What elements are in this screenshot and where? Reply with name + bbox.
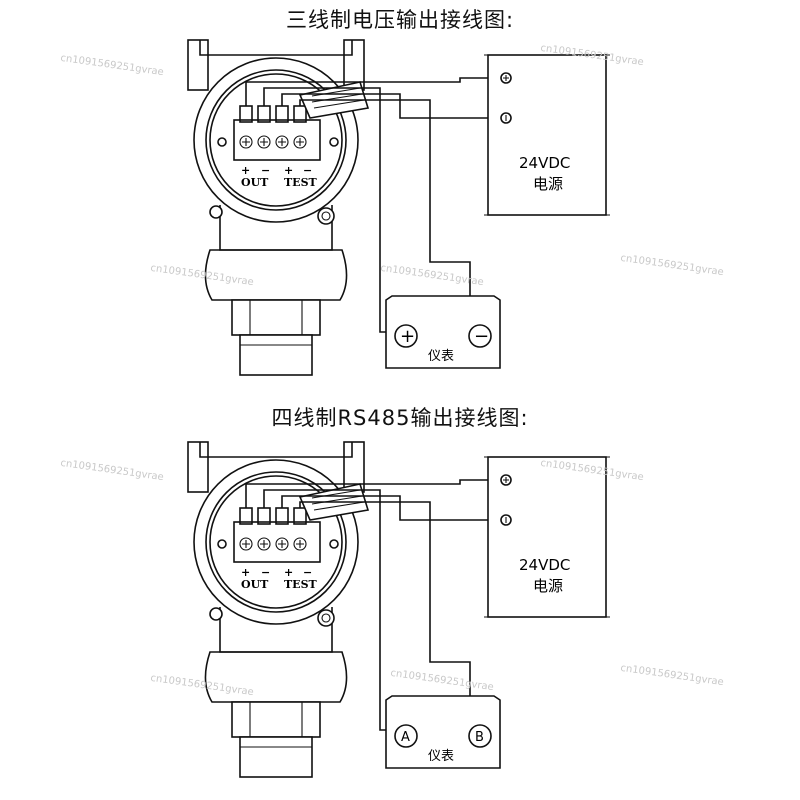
power-supply-box xyxy=(484,456,610,618)
meter-right-symbol: − xyxy=(474,326,489,347)
power-voltage-label: 24VDC xyxy=(519,556,570,574)
diagram-title-three-wire: 三线制电压输出接线图: xyxy=(285,8,515,32)
meter-box xyxy=(385,295,501,369)
meter-positive-icon xyxy=(394,324,418,348)
terminal-plus-1: + xyxy=(241,566,250,579)
diagram-title-four-wire-rs485: 四线制RS485输出接线图: xyxy=(271,406,529,430)
terminal-plus-1: + xyxy=(241,164,250,177)
terminal-minus-1: − xyxy=(261,566,270,579)
meter-label: 仪表 xyxy=(428,749,454,764)
wiring xyxy=(245,77,488,333)
terminal-block xyxy=(217,507,339,563)
terminal-minus-2: − xyxy=(303,164,312,177)
terminal-plus-2: + xyxy=(284,566,293,579)
meter-right-symbol: B xyxy=(475,730,484,745)
wiring xyxy=(245,479,488,731)
power-supply-label: 电源 xyxy=(533,175,563,193)
power-supply-label: 电源 xyxy=(533,577,563,595)
terminal-out-label: OUT xyxy=(241,176,269,189)
meter-left-symbol: + xyxy=(400,326,415,347)
meter-box xyxy=(385,695,501,769)
meter-left-symbol: A xyxy=(401,730,410,745)
terminal-plus-2: + xyxy=(284,164,293,177)
meter-negative-icon xyxy=(468,324,492,348)
power-voltage-label: 24VDC xyxy=(519,154,570,172)
terminal-out-label: OUT xyxy=(241,578,269,591)
meter-label: 仪表 xyxy=(428,349,454,364)
terminal-minus-2: − xyxy=(303,566,312,579)
terminal-test-label: TEST xyxy=(284,578,318,591)
power-supply-box xyxy=(484,54,610,216)
three-wire-wiring-diagram: + − + − OUT TEST 24VDC 电源 + − 仪表 xyxy=(187,39,610,376)
terminal-test-label: TEST xyxy=(284,176,318,189)
meter-b-terminal-icon xyxy=(468,724,492,748)
terminal-minus-1: − xyxy=(261,164,270,177)
meter-a-terminal-icon xyxy=(394,724,418,748)
four-wire-rs485-wiring-diagram: + − + − OUT TEST 24VDC 电源 A B 仪表 xyxy=(187,441,610,778)
